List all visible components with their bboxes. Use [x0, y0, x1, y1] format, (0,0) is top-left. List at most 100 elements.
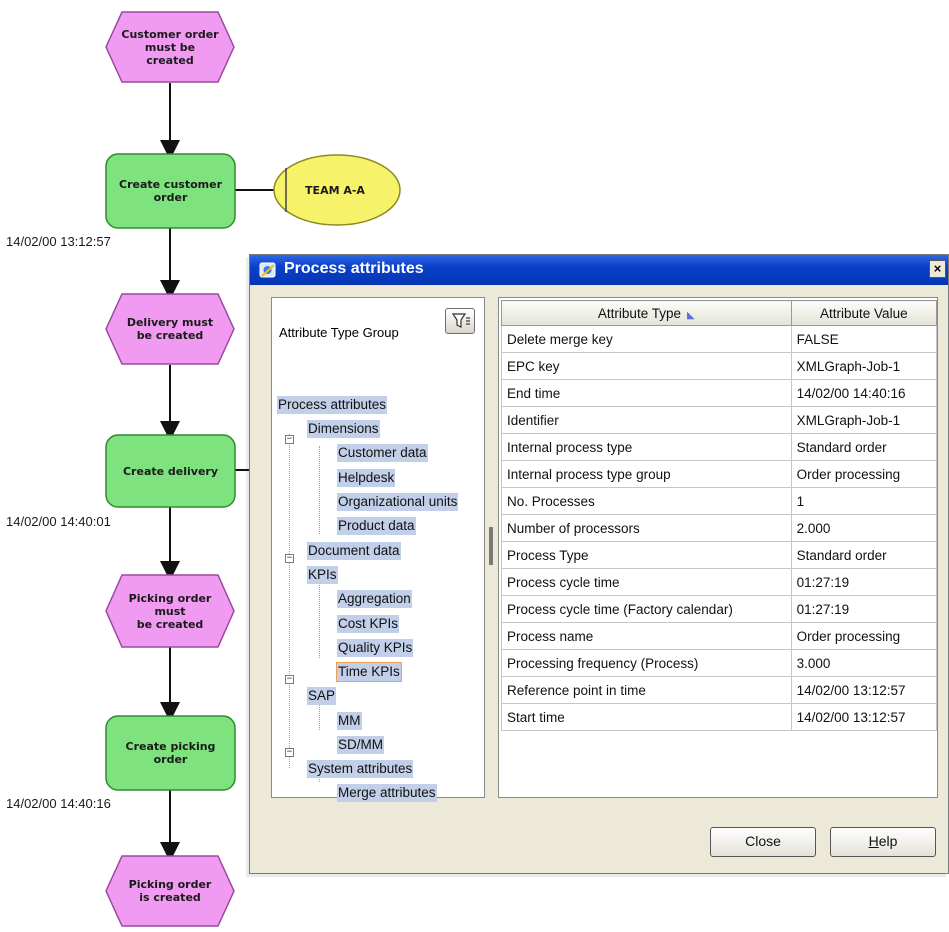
event-label: Delivery must be created [126, 316, 214, 342]
tree-guide [319, 566, 320, 658]
attribute-value-cell[interactable]: Order processing [790, 460, 937, 488]
attribute-table: Attribute Type◣ Attribute Value Delete m… [501, 300, 937, 731]
splitter-grip[interactable] [489, 527, 493, 565]
attribute-value-cell[interactable]: 14/02/00 13:12:57 [790, 703, 937, 731]
attribute-type-cell[interactable]: Internal process type [501, 433, 792, 461]
event-shape[interactable] [105, 293, 235, 365]
attribute-type-cell[interactable]: Internal process type group [501, 460, 792, 488]
attribute-value-cell[interactable]: 14/02/00 13:12:57 [790, 676, 937, 704]
event-shape[interactable] [105, 11, 235, 83]
tree-item[interactable]: Cost KPIs [337, 615, 400, 633]
function-label: Create delivery [122, 464, 219, 478]
tree-guide [319, 446, 320, 534]
attribute-type-cell[interactable]: Identifier [501, 406, 792, 434]
org-unit-label: TEAM A-A [305, 183, 365, 197]
attribute-value-cell[interactable]: Order processing [790, 622, 937, 650]
attribute-type-cell[interactable]: Processing frequency (Process) [501, 649, 792, 677]
tree-item[interactable]: KPIs [307, 566, 338, 584]
window-icon [259, 262, 276, 278]
column-header-attribute-type[interactable]: Attribute Type◣ [501, 300, 792, 326]
function-shape[interactable] [105, 153, 236, 229]
function-label: Create customer order [119, 178, 222, 204]
tree-item[interactable]: Aggregation [337, 590, 412, 608]
event-label: Customer order must be created [121, 27, 219, 67]
event-label: Picking order is created [128, 878, 212, 904]
tree-item[interactable]: SD/MM [337, 736, 384, 754]
tree-item[interactable]: Process attributes [277, 396, 388, 414]
tree-item[interactable]: MM [337, 712, 362, 730]
attribute-value-cell[interactable]: Standard order [790, 541, 937, 569]
column-header-attribute-value[interactable]: Attribute Value [790, 300, 937, 326]
attribute-value-cell[interactable]: 14/02/00 14:40:16 [790, 379, 937, 407]
tree-guide [289, 434, 290, 768]
function-shape[interactable] [105, 434, 236, 508]
close-x-button[interactable]: × [929, 260, 946, 278]
sort-indicator-icon: ◣ [686, 309, 695, 321]
attribute-value-cell[interactable]: XMLGraph-Job-1 [790, 352, 937, 380]
collapse-toggle-icon[interactable]: − [285, 553, 294, 563]
org-unit-shape[interactable] [273, 154, 401, 226]
attribute-type-cell[interactable]: Start time [501, 703, 792, 731]
attribute-value-cell[interactable]: FALSE [790, 325, 937, 353]
attribute-type-cell[interactable]: No. Processes [501, 487, 792, 515]
attribute-group-tree[interactable]: Attribute Type Group − − − − Process att… [271, 297, 485, 802]
collapse-toggle-icon[interactable]: − [285, 674, 294, 684]
attribute-value-cell[interactable]: 3.000 [790, 649, 937, 677]
tree-item[interactable]: Document data [307, 542, 401, 560]
tree-item[interactable]: Customer data [337, 444, 428, 462]
table-row[interactable]: Process cycle time (Factory calendar)01:… [501, 595, 937, 623]
attribute-type-cell[interactable]: EPC key [501, 352, 792, 380]
attribute-type-cell[interactable]: Delete merge key [501, 325, 792, 353]
event-shape[interactable] [105, 574, 235, 648]
close-button[interactable]: Close [710, 827, 816, 857]
attribute-type-cell[interactable]: Process Type [501, 541, 792, 569]
function-shape[interactable] [105, 715, 236, 791]
help-button[interactable]: Help [830, 827, 936, 857]
event-label: Picking order must be created [128, 591, 212, 631]
event-shape[interactable] [105, 855, 235, 927]
tree-item[interactable]: System attributes [307, 760, 414, 778]
timestamp-label: 14/02/00 13:12:57 [6, 234, 111, 249]
pane-splitter[interactable] [486, 297, 497, 798]
dialog-titlebar[interactable]: Process attributes × [250, 255, 948, 285]
tree-item[interactable]: Quality KPIs [337, 639, 414, 657]
tree-item[interactable]: Product data [337, 517, 416, 535]
attribute-value-cell[interactable]: 1 [790, 487, 937, 515]
attribute-type-cell[interactable]: Process name [501, 622, 792, 650]
tree-item[interactable]: Organizational units [337, 493, 459, 511]
tree-item[interactable]: Helpdesk [337, 469, 396, 487]
tree-item-selected[interactable]: Time KPIs [336, 662, 402, 682]
attribute-type-cell[interactable]: End time [501, 379, 792, 407]
tree-item[interactable]: Dimensions [307, 420, 380, 438]
attribute-type-cell[interactable]: Process cycle time (Factory calendar) [501, 595, 792, 623]
collapse-toggle-icon[interactable]: − [285, 434, 294, 444]
attribute-type-cell[interactable]: Process cycle time [501, 568, 792, 596]
attribute-value-cell[interactable]: 01:27:19 [790, 595, 937, 623]
attribute-value-cell[interactable]: 2.000 [790, 514, 937, 542]
tree-item[interactable]: Merge attributes [337, 784, 437, 802]
filter-icon-button[interactable] [445, 308, 475, 334]
collapse-toggle-icon[interactable]: − [285, 747, 294, 757]
tree-item[interactable]: SAP [307, 687, 337, 705]
timestamp-label: 14/02/00 14:40:01 [6, 514, 111, 529]
attribute-type-cell[interactable]: Reference point in time [501, 676, 792, 704]
table-row[interactable]: Processing frequency (Process)3.000 [501, 649, 937, 677]
attribute-type-cell[interactable]: Number of processors [501, 514, 792, 542]
attribute-value-cell[interactable]: Standard order [790, 433, 937, 461]
attribute-value-cell[interactable]: XMLGraph-Job-1 [790, 406, 937, 434]
attribute-value-cell[interactable]: 01:27:19 [790, 568, 937, 596]
